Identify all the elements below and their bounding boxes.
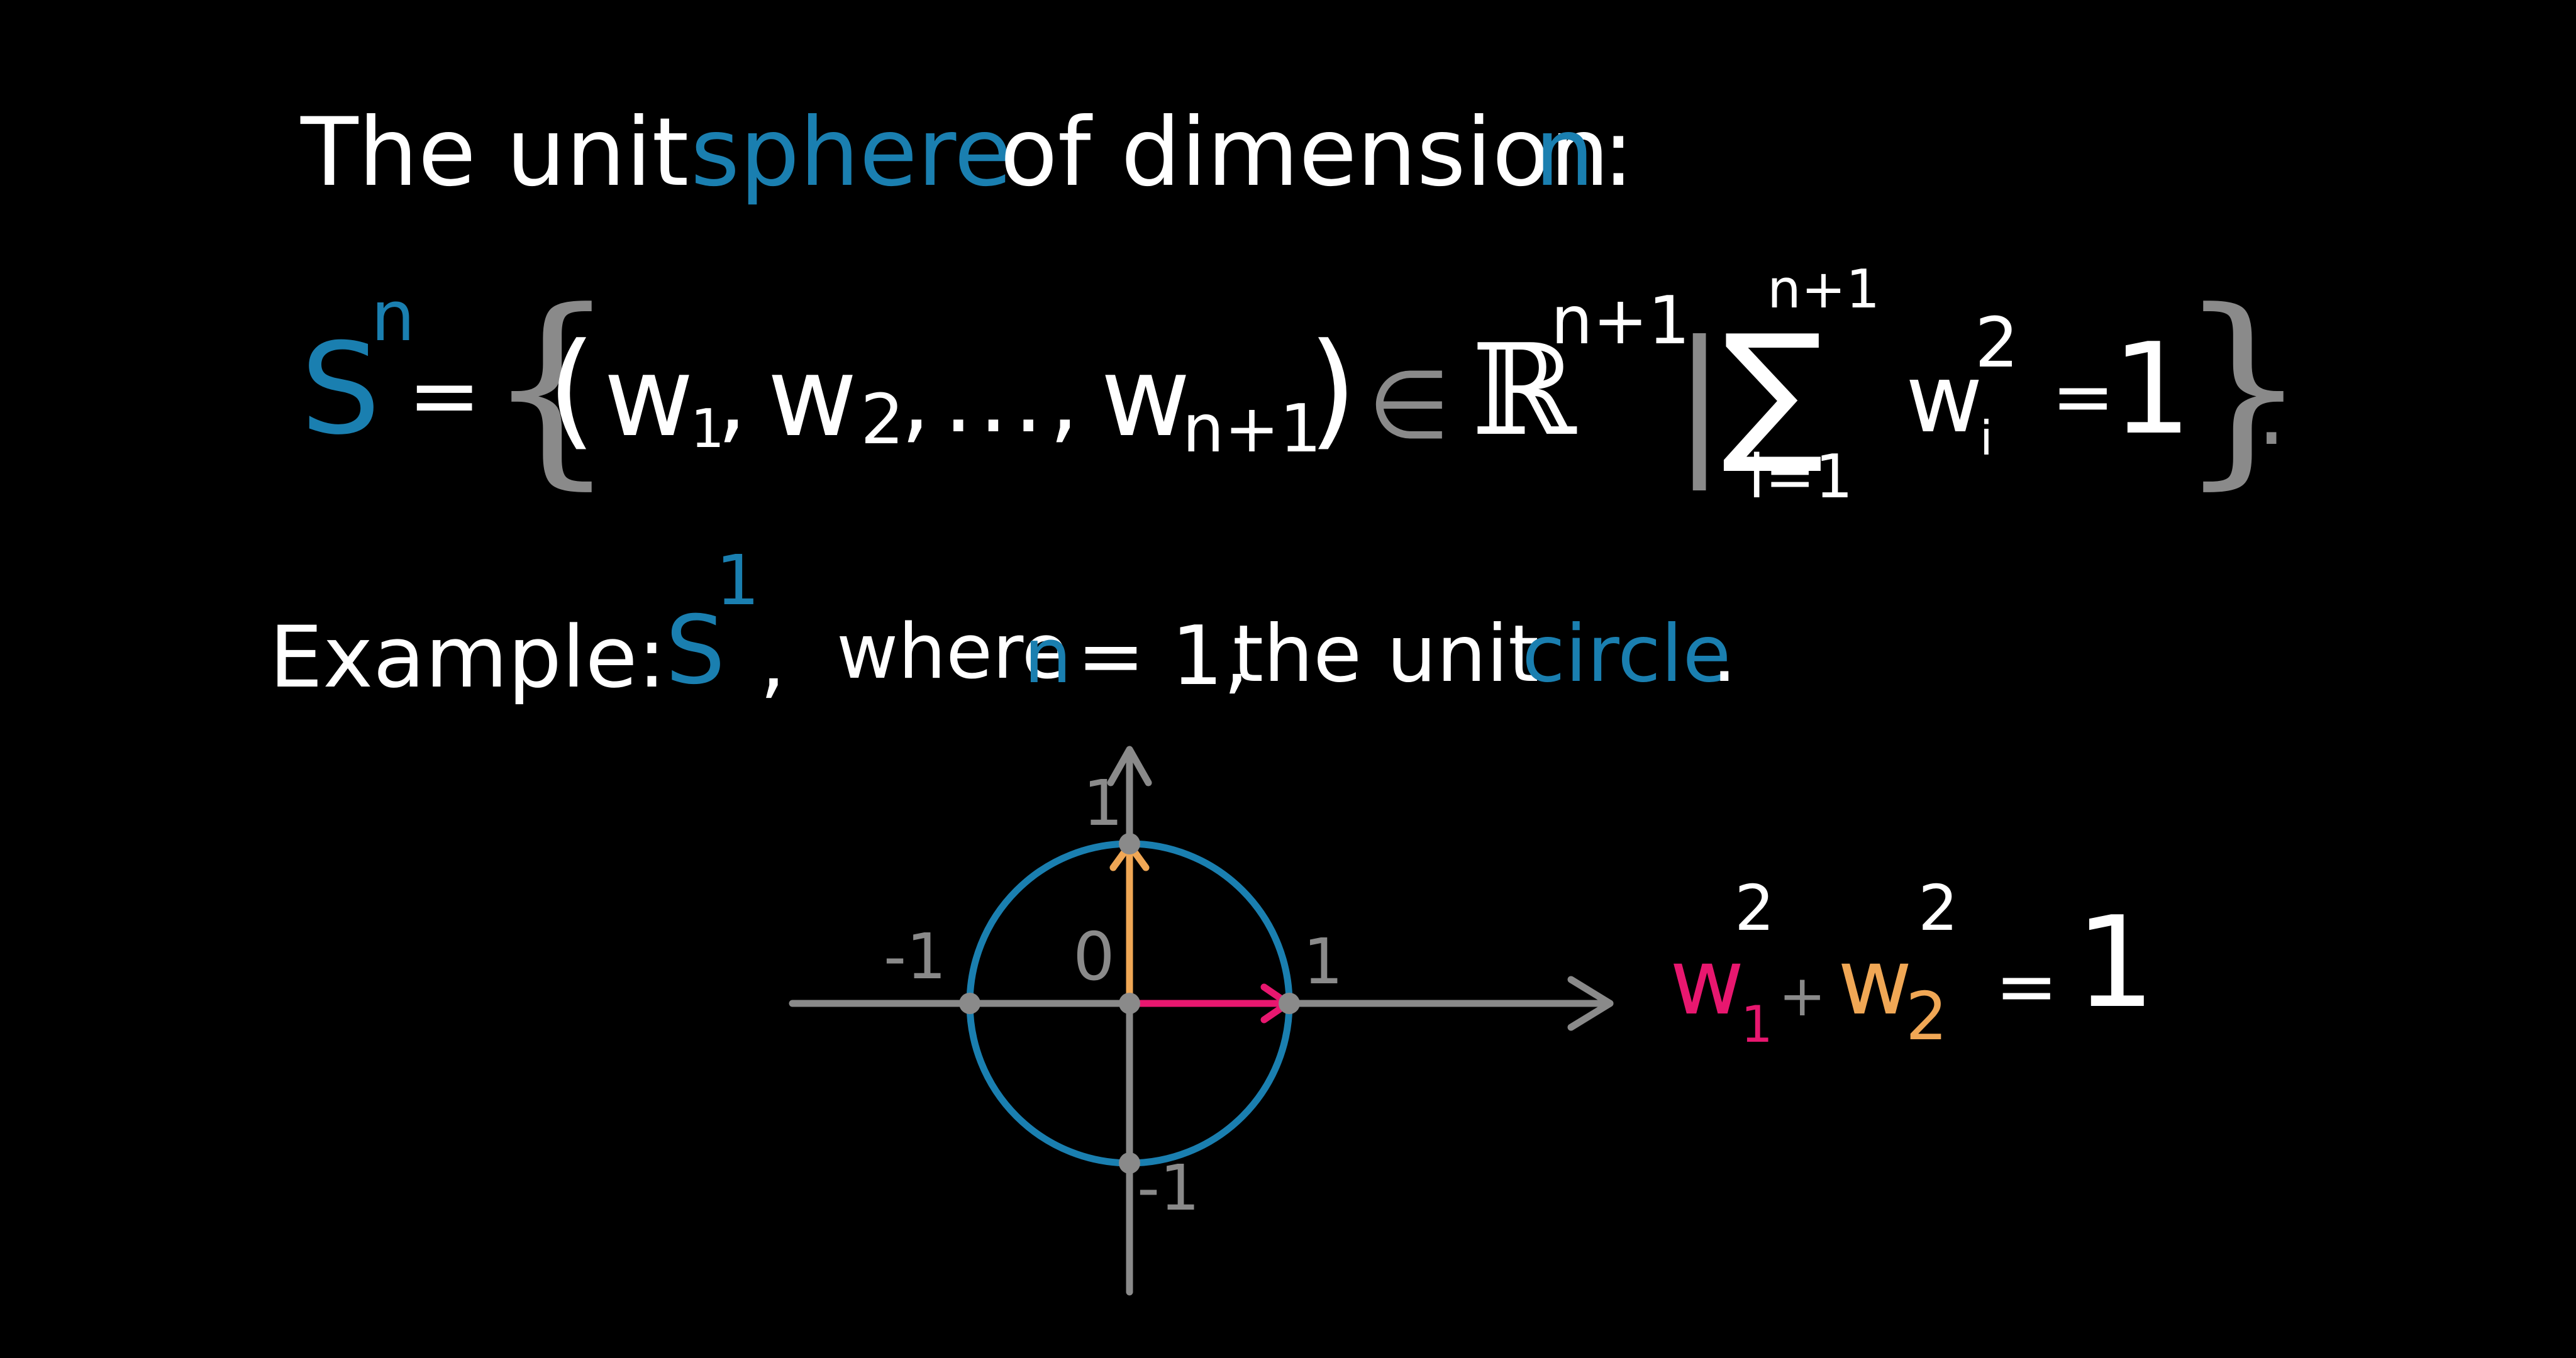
example-sup-1: 1: [716, 540, 760, 621]
label-1-top: 1: [1083, 766, 1123, 840]
formula-one: 1: [2112, 316, 2192, 463]
formula-equals-2: =: [2051, 353, 2115, 441]
formula-right-brace: }: [2177, 266, 2309, 507]
formula-bar: |: [1673, 307, 1726, 490]
formula-sum-top: n+1: [1767, 258, 1880, 321]
formula-left-brace: {: [486, 266, 618, 507]
formula-reals: ℝ: [1472, 317, 1577, 464]
formula-sup-n1: n+1: [1551, 282, 1690, 359]
eq-one: 1: [2075, 890, 2156, 1036]
example-comma: ,: [760, 612, 786, 708]
point-bottom: [1119, 1152, 1140, 1174]
formula-w2: w: [767, 334, 858, 461]
label-1-right: 1: [1303, 925, 1343, 998]
example-n: n: [1024, 613, 1072, 700]
eq-sup-1: 2: [1735, 871, 1775, 945]
heading-var-n: n: [1535, 98, 1595, 207]
point-right: [1279, 993, 1300, 1014]
example-the-unit: the unit: [1233, 609, 1540, 700]
heading-word-sphere: sphere: [691, 98, 1013, 207]
point-top: [1119, 833, 1140, 854]
y-axis-arrowhead: [1107, 746, 1152, 787]
formula-sub-1: 1: [691, 398, 725, 460]
eq-w2: w: [1838, 929, 1913, 1035]
heading-text-2: of dimension: [1000, 98, 1610, 207]
eq-sup-2: 2: [1918, 871, 1958, 945]
formula-sum-sign: ∑: [1722, 302, 1824, 478]
formula-period: .: [2257, 357, 2287, 466]
formula-sub-n1: n+1: [1182, 390, 1322, 467]
eq-equals: =: [1995, 943, 2058, 1030]
label-neg1-left: -1: [884, 920, 947, 993]
eq-sub-1: 1: [1741, 995, 1773, 1054]
formula-element-of: ∈: [1368, 351, 1450, 460]
eq-plus: +: [1779, 963, 1826, 1029]
example-S: S: [665, 596, 726, 705]
heading-text-1: The unit: [301, 98, 689, 207]
formula-comma-3: ,: [1049, 345, 1079, 454]
formula-sup-2: 2: [1975, 302, 2019, 383]
formula-comma-2: ,: [901, 345, 931, 454]
label-neg1-bottom: -1: [1137, 1151, 1200, 1225]
eq-w1: w: [1670, 929, 1745, 1035]
formula-sum-bottom: i=1: [1748, 443, 1853, 512]
example-where: where: [836, 609, 1069, 696]
formula-wi: w: [1906, 345, 1983, 454]
label-0: 0: [1073, 919, 1115, 995]
formula-ellipsis: ...: [943, 345, 1049, 454]
formula-sub-2: 2: [860, 379, 904, 460]
point-left: [959, 993, 980, 1014]
origin-point: [1119, 993, 1140, 1014]
example-label: Example:: [269, 608, 667, 707]
formula-sup-n: n: [371, 276, 415, 356]
formula-equals: =: [408, 345, 482, 447]
formula-sub-i: i: [1980, 411, 1993, 466]
heading-colon: :: [1602, 98, 1635, 207]
example-period: .: [1712, 609, 1737, 700]
x-axis-arrowhead: [1567, 976, 1614, 1031]
eq-sub-2: 2: [1906, 978, 1948, 1055]
formula-comma-1: ,: [717, 345, 747, 454]
formula-w1: w: [604, 334, 694, 461]
example-circle: circle: [1522, 609, 1731, 700]
formula-S: S: [301, 316, 380, 463]
example-equals-one: = 1,: [1077, 608, 1250, 704]
formula-left-paren: (: [547, 316, 597, 463]
formula-wn: w: [1101, 334, 1191, 461]
formula-right-paren: ): [1308, 316, 1358, 463]
